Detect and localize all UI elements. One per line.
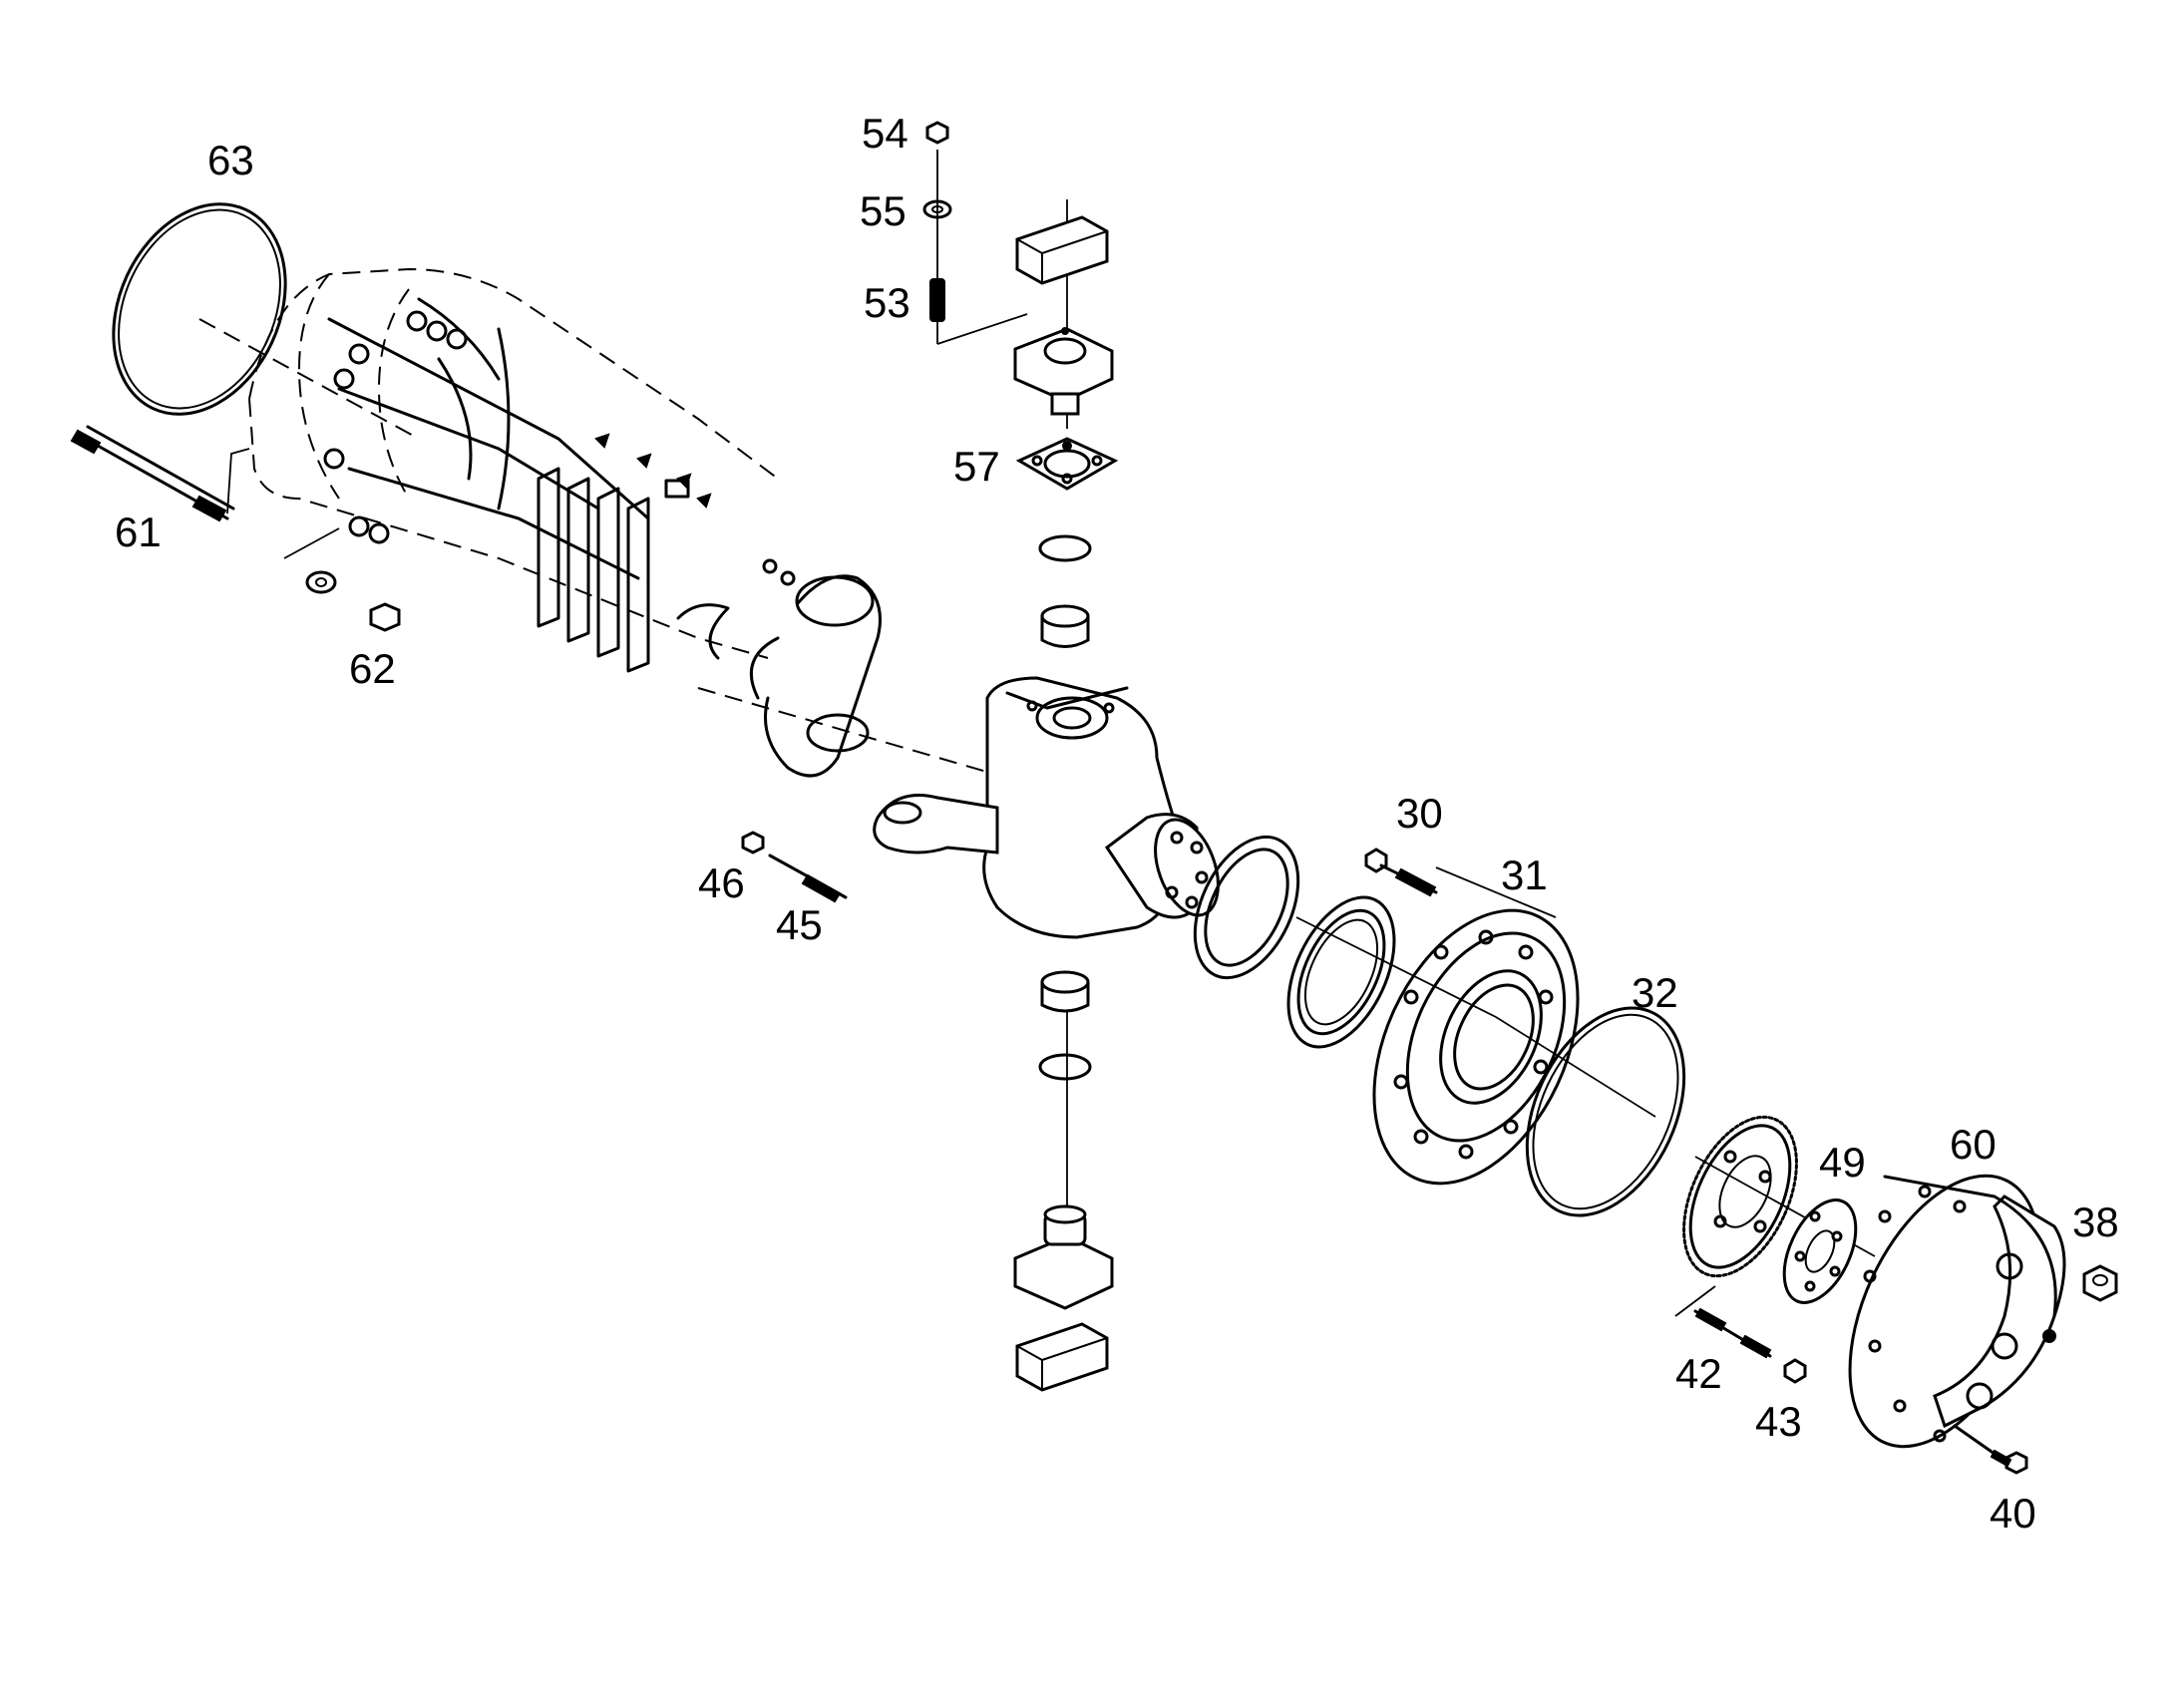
bushing-bottom	[1040, 970, 1090, 1013]
stud-45	[768, 854, 848, 903]
callout-labels: 63 61 62 54 55 53 57 46 45 30 31 32 49 6…	[115, 110, 2119, 1537]
bolt-40	[1953, 1424, 2028, 1475]
seal-ring	[1193, 835, 1300, 980]
callout-40: 40	[1990, 1490, 2036, 1537]
o-ring-63	[112, 202, 287, 416]
wheel-hub-31	[1372, 908, 1580, 1186]
callout-63: 63	[207, 137, 254, 183]
stud-61	[70, 425, 250, 522]
callout-32: 32	[1632, 969, 1678, 1016]
axle-housing	[248, 267, 882, 778]
callout-55: 55	[860, 187, 907, 234]
bearing-cap-cover-bottom	[1013, 1204, 1114, 1392]
snap-ring-top	[1038, 534, 1092, 562]
washer-nut-62	[283, 527, 401, 632]
gasket-57	[1015, 437, 1119, 491]
ring-gear	[1682, 1115, 1798, 1278]
stud-53	[929, 278, 945, 322]
callout-60: 60	[1950, 1121, 1997, 1168]
washer-55	[922, 199, 952, 219]
steering-knuckle	[873, 676, 1220, 939]
callout-31: 31	[1501, 852, 1548, 898]
planetary-carrier-60	[1848, 1174, 2066, 1449]
callout-30: 30	[1396, 790, 1443, 837]
callout-62: 62	[349, 645, 396, 692]
callout-54: 54	[862, 110, 908, 157]
callout-45: 45	[776, 901, 823, 948]
nut-46	[741, 831, 765, 854]
wheel-stud-30	[1364, 848, 1438, 897]
snap-ring-bottom	[1038, 1053, 1092, 1081]
callout-57: 57	[953, 443, 1000, 490]
nut-38	[2082, 1264, 2118, 1302]
callout-43: 43	[1755, 1398, 1802, 1445]
callout-61: 61	[115, 509, 162, 555]
nut-43	[1783, 1358, 1807, 1384]
bearing	[1286, 895, 1396, 1049]
callout-38: 38	[2072, 1198, 2119, 1245]
callout-49: 49	[1819, 1139, 1866, 1186]
stud-42	[1674, 1285, 1772, 1359]
nut-54	[925, 121, 949, 145]
bushing-top	[1040, 604, 1090, 648]
bearing-cap-cover-top	[1013, 215, 1114, 416]
callout-42: 42	[1675, 1350, 1722, 1397]
callout-53: 53	[864, 279, 910, 326]
callout-46: 46	[698, 859, 745, 906]
thrust-washer-49	[1782, 1198, 1858, 1304]
o-ring-32	[1525, 1006, 1686, 1217]
